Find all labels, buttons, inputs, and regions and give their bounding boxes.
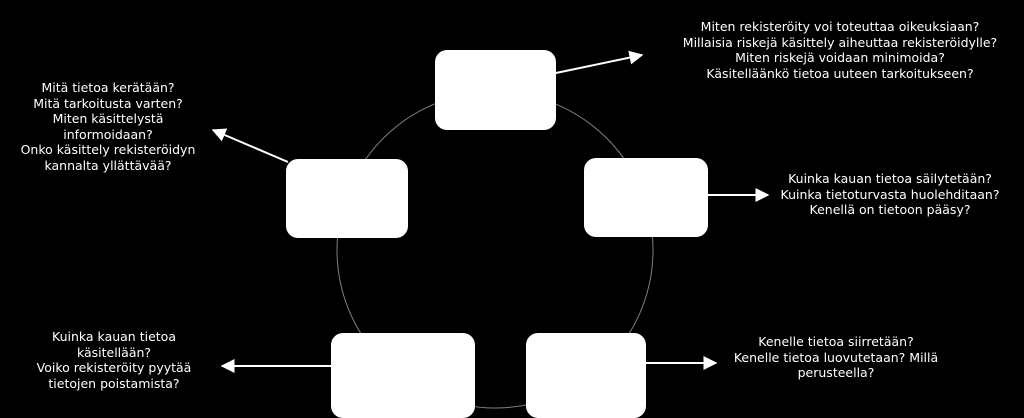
- question-line: Kuinka kauan tietoa: [52, 329, 176, 344]
- node-bottom-right: [526, 333, 646, 418]
- question-line: informoidaan?: [63, 126, 153, 142]
- question-line: Miten rekisteröity voi toteuttaa oikeuks…: [700, 19, 980, 34]
- question-line: Onko käsittely rekisteröidyn: [20, 142, 196, 157]
- question-line: Kenelle tietoa luovutetaan? Millä: [733, 349, 939, 365]
- cycle-nodes: [286, 50, 708, 418]
- question-line: Miten riskejä voidaan minimoida?: [735, 50, 945, 65]
- question-line: Kuinka kauan tietoa säilytetään?: [788, 171, 992, 186]
- question-line: Voiko rekisteröity pyytää: [36, 360, 192, 375]
- question-line: tietojen poistamista?: [48, 375, 180, 391]
- question-line: käsitellään?: [76, 344, 152, 360]
- node-right: [584, 158, 708, 237]
- question-line: Käsitelläänkö tietoa uuteen tarkoituksee…: [706, 65, 974, 81]
- questions-bottom-left: Kuinka kauan tietoa käsitellään? Voiko r…: [14, 329, 214, 391]
- arrow-left: [211, 128, 289, 163]
- node-top: [435, 50, 556, 130]
- questions-right: Kuinka kauan tietoa säilytetään? Kuinka …: [770, 171, 1010, 218]
- question-line: Kenelle tietoa siirretään?: [758, 334, 914, 349]
- questions-top: Miten rekisteröity voi toteuttaa oikeuks…: [660, 19, 1020, 81]
- arrow-top: [555, 50, 644, 74]
- node-bottom-left: [331, 333, 475, 418]
- question-line: kannalta yllättävää?: [44, 157, 172, 173]
- questions-left: Mitä tietoa kerätään? Mitä tarkoitusta v…: [8, 80, 208, 173]
- question-line: Miten käsittelystä: [52, 111, 164, 126]
- node-left: [286, 159, 408, 238]
- question-line: Mitä tietoa kerätään?: [41, 80, 175, 95]
- questions-bottom-right: Kenelle tietoa siirretään? Kenelle tieto…: [722, 334, 950, 381]
- question-line: Kenellä on tietoon pääsy?: [809, 202, 971, 217]
- question-line: perusteella?: [797, 365, 875, 380]
- question-line: Kuinka tietoturvasta huolehditaan?: [780, 186, 1000, 202]
- question-line: Millaisia riskejä käsittely aiheuttaa re…: [682, 34, 998, 50]
- connector-arrows: [211, 50, 770, 373]
- question-line: Mitä tarkoitusta varten?: [33, 95, 183, 111]
